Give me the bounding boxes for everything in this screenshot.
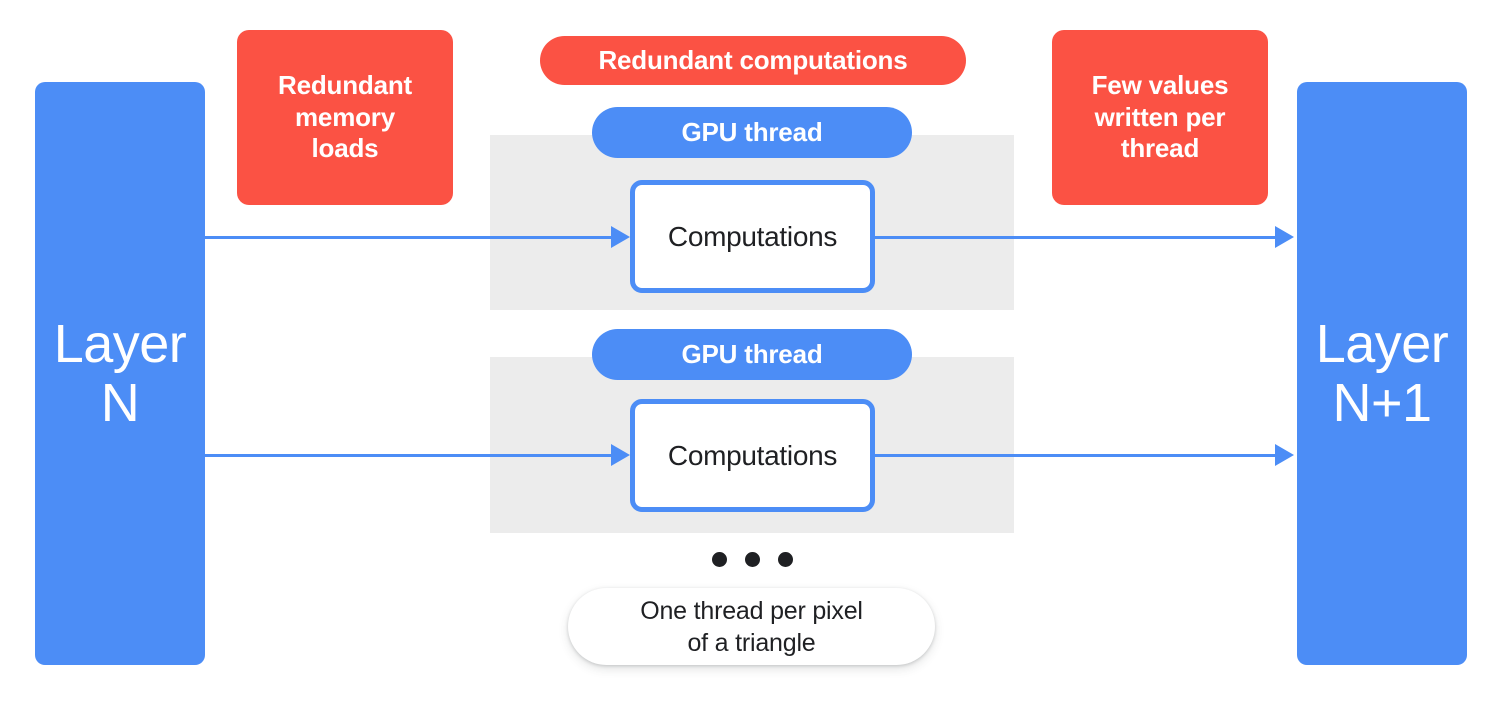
ellipsis-dot-icon — [711, 551, 727, 567]
layer-n-plus-1-box: Layer N+1 — [1297, 82, 1467, 665]
arrow-thread-2-to-layer-n-plus-1-head — [1275, 444, 1294, 466]
computations-box-2-label: Computations — [667, 439, 838, 471]
callout-few-values-written: Few values written per thread — [1052, 30, 1268, 205]
gpu-thread-pill-1: GPU thread — [592, 107, 912, 158]
computations-box-1-label: Computations — [667, 220, 838, 252]
note-one-thread-per-pixel-label: One thread per pixel of a triangle — [640, 596, 863, 657]
arrow-layer-n-to-thread-1-head — [611, 226, 630, 248]
layer-n-label: Layer N — [53, 314, 187, 433]
ellipsis-dots — [690, 550, 814, 568]
callout-redundant-computations: Redundant computations — [540, 36, 966, 85]
layer-n-box: Layer N — [35, 82, 205, 665]
computations-box-1: Computations — [630, 180, 875, 293]
note-one-thread-per-pixel: One thread per pixel of a triangle — [568, 588, 935, 665]
arrow-thread-1-to-layer-n-plus-1-line — [875, 236, 1275, 239]
callout-few-values-written-label: Few values written per thread — [1091, 69, 1229, 164]
gpu-thread-pill-1-label: GPU thread — [681, 117, 823, 147]
callout-redundant-memory-loads: Redundant memory loads — [237, 30, 453, 205]
ellipsis-dot-icon — [777, 551, 793, 567]
gpu-thread-pill-2: GPU thread — [592, 329, 912, 380]
arrow-thread-1-to-layer-n-plus-1-head — [1275, 226, 1294, 248]
ellipsis-dot-icon — [744, 551, 760, 567]
arrow-thread-2-to-layer-n-plus-1-line — [875, 454, 1275, 457]
arrow-layer-n-to-thread-2-head — [611, 444, 630, 466]
gpu-thread-pill-2-label: GPU thread — [681, 339, 823, 369]
callout-redundant-memory-loads-label: Redundant memory loads — [278, 69, 412, 164]
computations-box-2: Computations — [630, 399, 875, 512]
arrow-layer-n-to-thread-1-line — [205, 236, 611, 239]
callout-redundant-computations-label: Redundant computations — [598, 45, 908, 75]
layer-n-plus-1-label: Layer N+1 — [1315, 314, 1449, 433]
arrow-layer-n-to-thread-2-line — [205, 454, 611, 457]
